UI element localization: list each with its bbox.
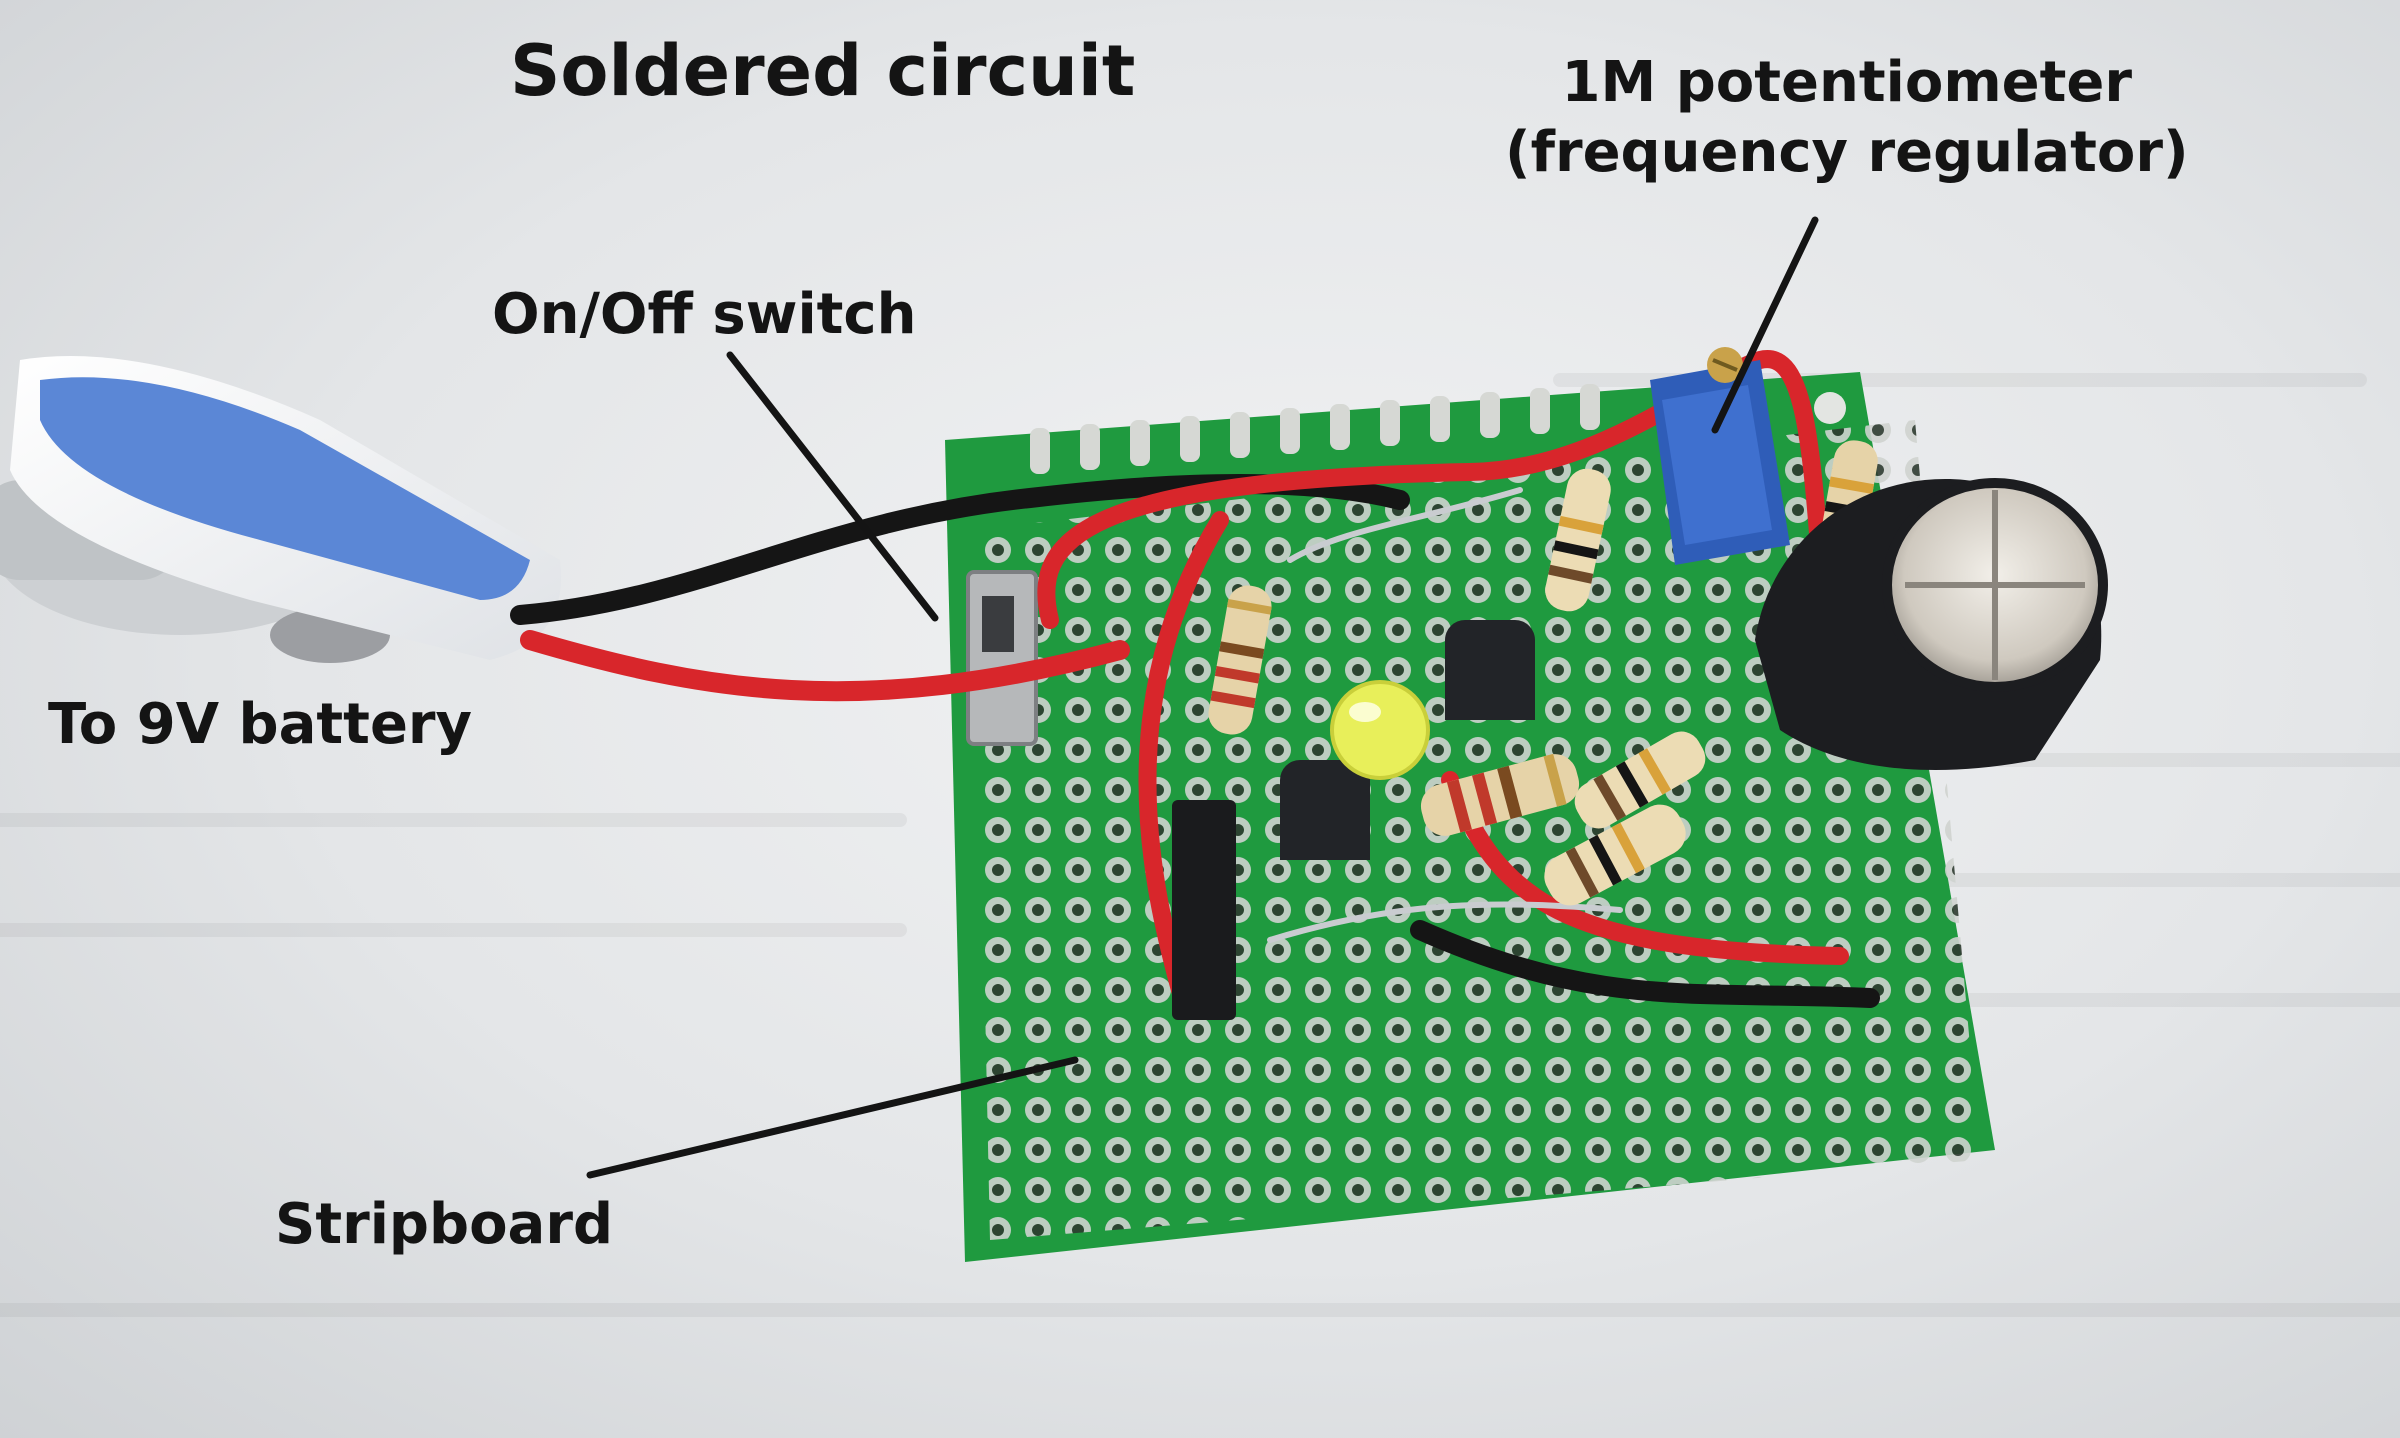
resistor-icon-5 <box>1574 731 1706 829</box>
potentiometer-icon <box>1650 347 1790 565</box>
battery-snap-icon <box>0 356 562 663</box>
stripboard-pointer-line <box>586 1056 1079 1179</box>
potentiometer-label-line1: 1M potentiometer <box>1561 50 2133 115</box>
on-off-switch-icon <box>966 570 1038 746</box>
capacitor-icon <box>1755 478 2108 770</box>
resistor-icon-2 <box>1545 468 1611 612</box>
stripboard-label: Stripboard <box>275 1192 614 1257</box>
switch-pointer-line <box>726 351 939 622</box>
led-icon <box>1330 680 1430 780</box>
battery-label: To 9V battery <box>48 692 473 757</box>
resistor-icon-6 <box>1544 804 1686 906</box>
pointer-lines <box>586 216 1819 1179</box>
resistor-icon-4 <box>1420 753 1580 836</box>
transistor-icon <box>1280 620 1535 860</box>
photo-title: Soldered circuit <box>510 30 1136 112</box>
switch-label: On/Off switch <box>492 282 917 347</box>
resistor-icon-1 <box>1208 585 1272 735</box>
potentiometer-label-line2: (frequency regulator) <box>1505 120 2189 185</box>
potentiometer-pointer-line <box>1711 216 1819 434</box>
potentiometer-label: 1M potentiometer (frequency regulator) <box>1505 48 2189 188</box>
ic-chip-icon <box>1172 800 1236 1020</box>
